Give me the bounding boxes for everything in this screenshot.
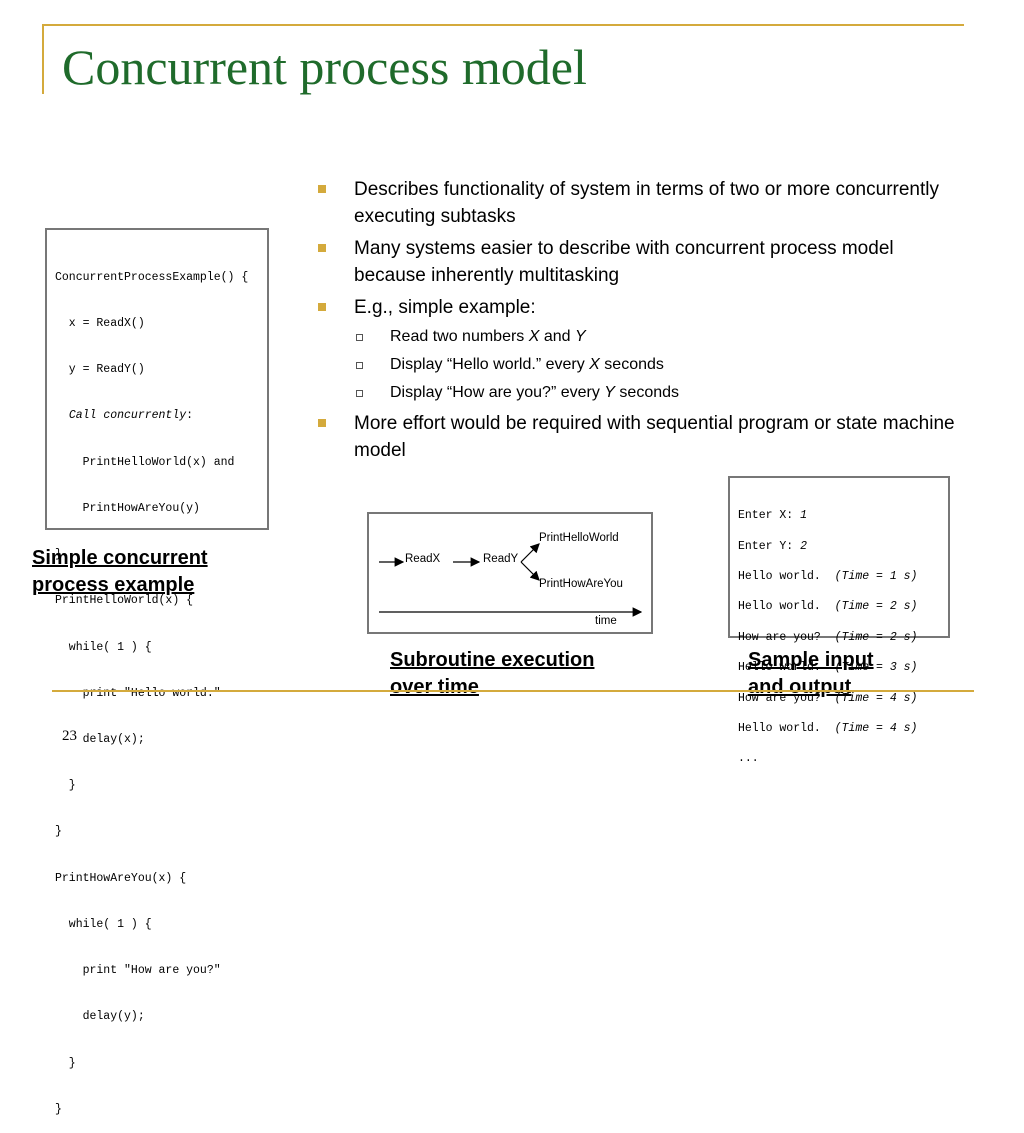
sample-text: How are you? xyxy=(738,691,835,705)
bullet-item: Describes functionality of system in ter… xyxy=(316,176,956,230)
sample-italic: 2 xyxy=(800,539,808,553)
sample-text: How are you? xyxy=(738,630,835,644)
sample-line: Enter Y: 2 xyxy=(738,539,948,554)
code-line: delay(y); xyxy=(55,1010,145,1024)
code-line: PrintHelloWorld(x) { xyxy=(55,594,194,608)
sub-bullet-box-icon xyxy=(356,362,363,369)
sample-text: Hello world. xyxy=(738,661,835,675)
sub-bullet-var: Y xyxy=(575,328,586,345)
sub-bullet-item: Read two numbers X and Y xyxy=(316,326,956,348)
sample-italic: (Time = 3 s) xyxy=(834,661,918,675)
sample-italic: (Time = 2 s) xyxy=(834,630,918,644)
caption-line: and output xyxy=(748,676,852,698)
bullet-text: More effort would be required with seque… xyxy=(354,413,955,461)
sub-bullet-mid: and xyxy=(539,328,575,345)
sub-bullet-item: Display “How are you?” every Y seconds xyxy=(316,382,956,404)
code-line: x = ReadX() xyxy=(55,317,145,331)
caption-line: Sample input xyxy=(748,649,874,671)
code-line: print "How are you?" xyxy=(55,964,221,978)
sample-line: Hello world. (Time = 2 s) xyxy=(738,599,948,614)
bullet-text: Many systems easier to describe with con… xyxy=(354,238,894,286)
sub-bullet-mid: seconds xyxy=(599,356,664,373)
bullet-text: E.g., simple example: xyxy=(354,297,536,318)
slide-title: Concurrent process model xyxy=(62,39,587,95)
execution-diagram: ReadX ReadY PrintHelloWorld PrintHowAreY… xyxy=(367,512,653,634)
code-line: } xyxy=(55,548,62,562)
label-readx: ReadX xyxy=(405,553,441,565)
sample-text: Enter Y: xyxy=(738,539,801,553)
sample-line: How are you? (Time = 4 s) xyxy=(738,691,948,706)
sample-line: Hello world. (Time = 4 s) xyxy=(738,721,948,736)
caption-line: Simple concurrent xyxy=(32,547,208,569)
code-line: } xyxy=(55,779,76,793)
label-printhelloworld: PrintHelloWorld xyxy=(539,532,619,544)
code-line: y = ReadY() xyxy=(55,363,145,377)
diagram-arrows xyxy=(379,543,643,617)
arrow-to-hello xyxy=(520,543,540,563)
bullet-text: Describes functionality of system in ter… xyxy=(354,179,939,227)
sample-line: Hello world. (Time = 3 s) xyxy=(738,660,948,675)
sub-bullet-pre: Read two numbers xyxy=(390,328,529,345)
label-time: time xyxy=(595,615,617,627)
arrow-to-howare xyxy=(520,561,540,581)
code-line: } xyxy=(55,825,62,839)
diagram-caption: Subroutine execution over time xyxy=(390,647,594,701)
sample-text: Hello world. xyxy=(738,722,835,736)
sample-text: Enter X: xyxy=(738,509,801,523)
caption-line: process example xyxy=(32,574,195,596)
code-line: PrintHowAreYou(x) { xyxy=(55,871,187,885)
bullet-square-icon xyxy=(318,303,326,311)
sample-line: How are you? (Time = 2 s) xyxy=(738,630,948,645)
left-rule xyxy=(42,24,44,94)
bullet-item: E.g., simple example: xyxy=(316,294,956,321)
caption-line: Subroutine execution xyxy=(390,649,595,671)
bullet-square-icon xyxy=(318,185,326,193)
code-caption: Simple concurrent process example xyxy=(32,545,208,599)
sub-bullet-box-icon xyxy=(356,390,363,397)
sample-line: Enter X: 1 xyxy=(738,508,948,523)
top-rule xyxy=(42,24,964,26)
sample-italic: (Time = 4 s) xyxy=(834,722,918,736)
sample-text: Hello world. xyxy=(738,600,835,614)
sub-bullet-pre: Display “How are you?” every xyxy=(390,384,605,401)
code-line: PrintHowAreYou(y) xyxy=(55,501,200,515)
code-line: } xyxy=(55,1102,62,1116)
code-line: print "Hello world." xyxy=(55,686,221,700)
sub-bullet-var: X xyxy=(528,328,540,345)
code-line-call: Call concurrently: xyxy=(68,409,194,423)
sample-caption: Sample input and output xyxy=(748,647,874,701)
code-line: while( 1 ) { xyxy=(55,917,152,931)
code-line: PrintHelloWorld(x) and xyxy=(55,455,235,469)
bullet-square-icon xyxy=(318,419,326,427)
sub-bullet-var: Y xyxy=(604,384,615,401)
bullet-item: Many systems easier to describe with con… xyxy=(316,235,956,289)
sample-line: ... xyxy=(738,751,948,766)
bullet-item: More effort would be required with seque… xyxy=(316,410,956,464)
sample-italic: (Time = 2 s) xyxy=(834,600,918,614)
bullet-square-icon xyxy=(318,244,326,252)
code-line: delay(x); xyxy=(55,733,145,746)
code-listing: ConcurrentProcessExample() { x = ReadX()… xyxy=(45,228,269,1116)
sample-text: Hello world. xyxy=(738,570,835,584)
code-line: } xyxy=(55,1056,76,1070)
code-line: while( 1 ) { xyxy=(55,640,152,654)
label-ready: ReadY xyxy=(483,553,519,565)
bottom-rule xyxy=(52,690,974,692)
caption-line: over time xyxy=(390,676,479,698)
label-printhowareyou: PrintHowAreYou xyxy=(539,578,623,590)
sub-bullet-pre: Display “Hello world.” every xyxy=(390,356,590,373)
sub-bullet-box-icon xyxy=(356,334,363,341)
sub-bullet-item: Display “Hello world.” every X seconds xyxy=(316,354,956,376)
sub-bullet-var: X xyxy=(589,356,600,373)
page-number: 23 xyxy=(62,728,77,744)
sample-line: Hello world. (Time = 1 s) xyxy=(738,569,948,584)
sample-italic: (Time = 1 s) xyxy=(834,570,918,584)
sample-output: Enter X: 1 Enter Y: 2 Hello world. (Time… xyxy=(728,476,950,765)
sample-italic: 1 xyxy=(800,509,808,523)
sample-italic: (Time = 4 s) xyxy=(834,691,918,705)
bullet-list: Describes functionality of system in ter… xyxy=(316,176,956,469)
code-line: ConcurrentProcessExample() { xyxy=(55,270,249,284)
sample-text: ... xyxy=(738,752,759,766)
sub-bullet-mid: seconds xyxy=(614,384,680,401)
